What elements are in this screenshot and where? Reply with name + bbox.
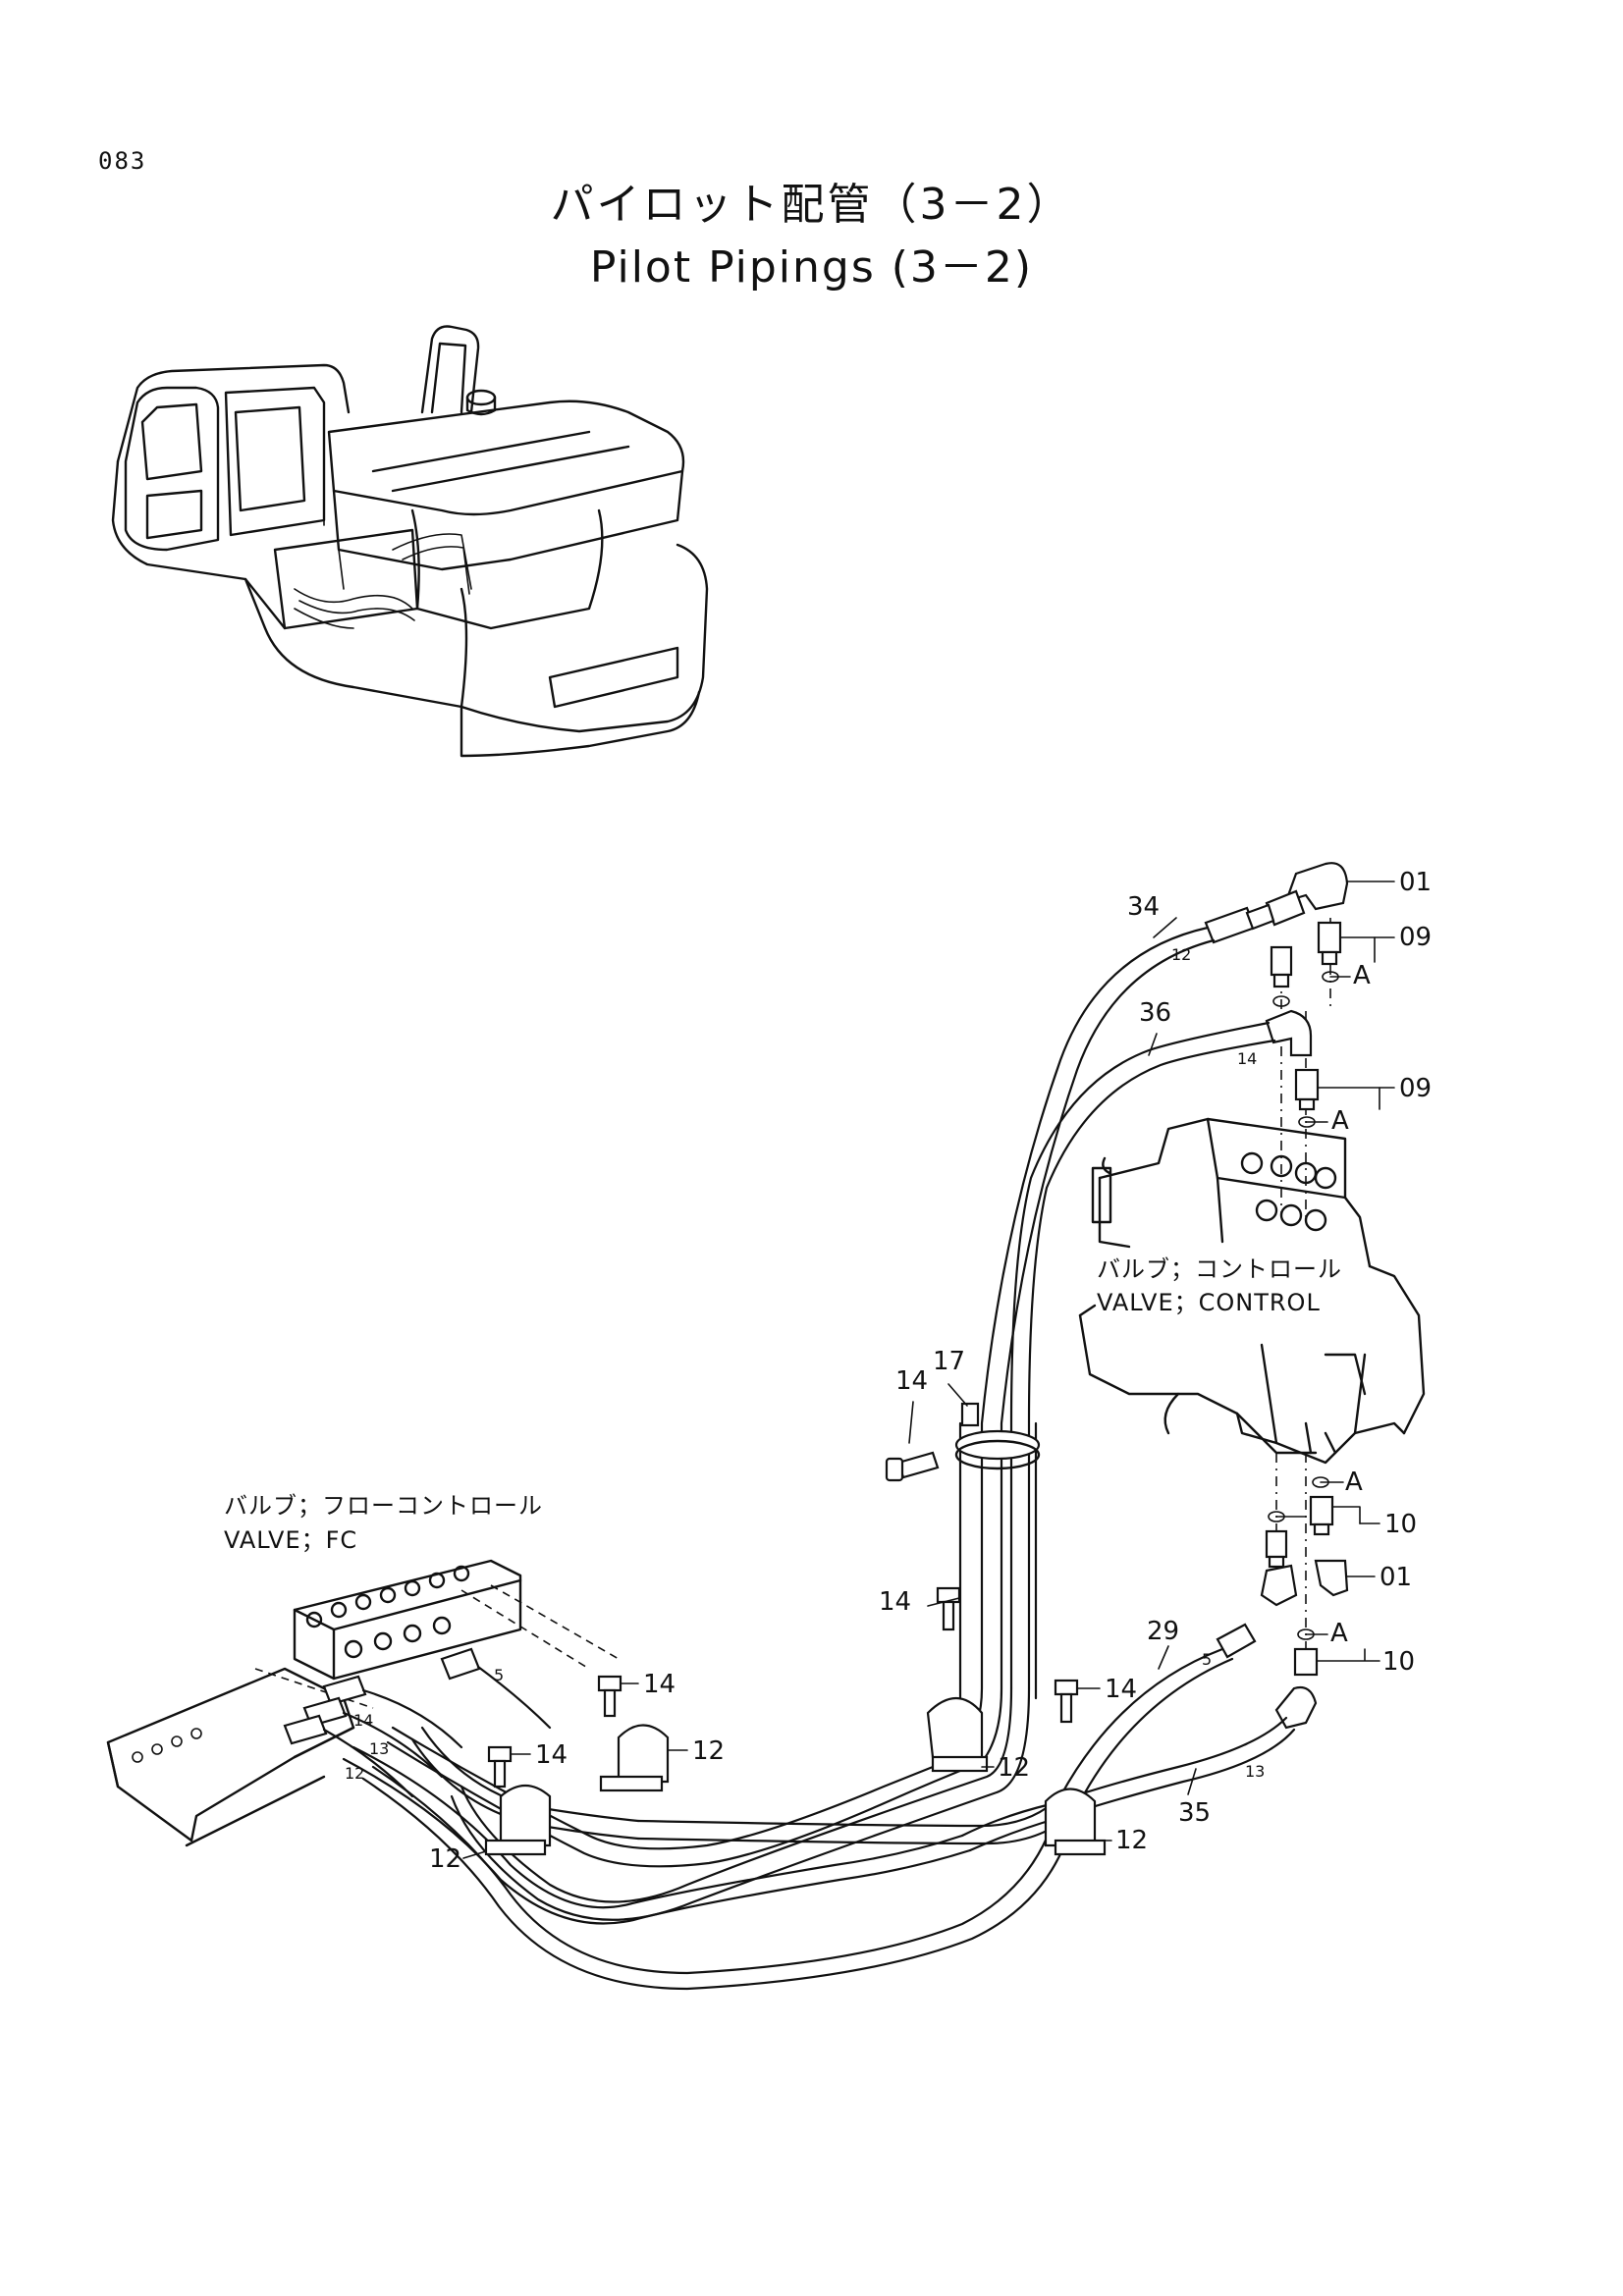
clamp-12-d xyxy=(1044,1788,1107,1856)
fc-centerline-1 xyxy=(460,1589,590,1670)
hose-end-29 xyxy=(1216,1623,1257,1659)
adapter-left-lower xyxy=(1265,1529,1288,1569)
fc-valve-block xyxy=(293,1559,522,1681)
top-elbow-fitting-01 xyxy=(1265,862,1349,927)
fc-valve-label-en: VALVE；FC xyxy=(224,1526,357,1554)
control-valve-label-jp: バルブ；コントロール xyxy=(1097,1255,1342,1283)
callout-14-bolt-mid: 14 xyxy=(879,1587,911,1617)
hose-mark-12-fc: 12 xyxy=(345,1764,364,1783)
leaders xyxy=(462,881,1395,1859)
fc-centerline-3 xyxy=(254,1668,374,1709)
bolt-14-mid xyxy=(936,1586,961,1631)
hose-mark-13-on-35: 13 xyxy=(1245,1762,1265,1781)
fc-hose-ends xyxy=(283,1647,481,1745)
callout-10-upper: 10 xyxy=(1384,1510,1417,1539)
elbow-fitting-36 xyxy=(1265,1009,1313,1057)
callout-34: 34 xyxy=(1127,892,1160,922)
callout-14-bolt-left2: 14 xyxy=(535,1740,568,1770)
callout-a-4: A xyxy=(1330,1619,1348,1648)
clamp-12-b xyxy=(599,1724,670,1792)
callout-12-clamp-b: 12 xyxy=(998,1753,1030,1783)
adapter-10-lower xyxy=(1293,1647,1319,1677)
callout-29: 29 xyxy=(1147,1617,1179,1646)
callout-36: 36 xyxy=(1139,998,1171,1028)
fc-valve-label-jp: バルブ；フローコントロール xyxy=(224,1492,543,1520)
bolt-14-left2 xyxy=(487,1745,513,1789)
callout-17: 17 xyxy=(933,1347,965,1376)
adapter-09-mid xyxy=(1294,1068,1320,1111)
callout-09-mid: 09 xyxy=(1399,1074,1432,1103)
hose-mark-5-fc: 5 xyxy=(494,1666,504,1684)
left-adapter-top xyxy=(1270,945,1293,988)
oring-left-top xyxy=(1272,995,1290,1007)
callout-01-lower: 01 xyxy=(1380,1563,1412,1592)
hose-end-34 xyxy=(1204,903,1275,944)
callout-14-bolt-right: 14 xyxy=(1105,1675,1137,1704)
control-valve-label-en: VALVE；CONTROL xyxy=(1097,1289,1321,1316)
adapter-10-upper xyxy=(1309,1495,1334,1536)
hose-bundle-vertical xyxy=(958,1421,1038,1700)
callout-12-clamp-d: 12 xyxy=(429,1844,461,1874)
lower-elbow-fitting-01 xyxy=(1260,1559,1349,1607)
fc-hoses xyxy=(322,1665,552,1798)
title-english: Pilot Pipings (3－2) xyxy=(589,242,1034,293)
callout-12-clamp-a: 12 xyxy=(692,1736,725,1766)
bolt-14-left xyxy=(597,1675,622,1718)
callout-10-lower: 10 xyxy=(1382,1647,1415,1677)
fc-centerline-2 xyxy=(490,1584,620,1660)
callout-a-3: A xyxy=(1345,1468,1363,1497)
hose-bundle-to-fc-valve xyxy=(342,1686,1077,1991)
hose-34 xyxy=(960,926,1216,1764)
top-adapter-09 xyxy=(1317,921,1342,966)
hose-mark-13-fc: 13 xyxy=(369,1739,389,1758)
title-japanese: パイロット配管（3－2） xyxy=(550,180,1073,230)
bolt-14-top xyxy=(885,1451,940,1482)
callout-01-top: 01 xyxy=(1399,868,1432,897)
callout-14-bolt-top: 14 xyxy=(895,1366,928,1396)
hose-29 xyxy=(636,1647,1234,1845)
hose-36 xyxy=(1009,1021,1276,1690)
hose-mark-14-fc: 14 xyxy=(353,1711,373,1730)
hose-mark-14-on-36: 14 xyxy=(1237,1049,1257,1068)
clamp-12-c xyxy=(484,1784,552,1856)
callout-14-bolt-left: 14 xyxy=(643,1670,676,1699)
callout-09-top: 09 xyxy=(1399,923,1432,952)
hose-35 xyxy=(960,1716,1296,1852)
hose-mark-12-on-34: 12 xyxy=(1171,945,1191,964)
bolt-14-right xyxy=(1054,1679,1079,1724)
callout-12-clamp-c: 12 xyxy=(1115,1826,1148,1855)
callout-a-2: A xyxy=(1331,1106,1349,1136)
callout-35: 35 xyxy=(1178,1798,1211,1828)
hose-mark-5-on-29: 5 xyxy=(1202,1650,1212,1669)
fc-mount-bracket xyxy=(106,1667,355,1847)
excavator-overview-illustration xyxy=(111,325,709,758)
callout-a-1: A xyxy=(1353,961,1371,990)
clamp-17 xyxy=(954,1402,1041,1470)
clamp-12-a xyxy=(926,1697,989,1773)
page-number: 083 xyxy=(98,147,147,175)
